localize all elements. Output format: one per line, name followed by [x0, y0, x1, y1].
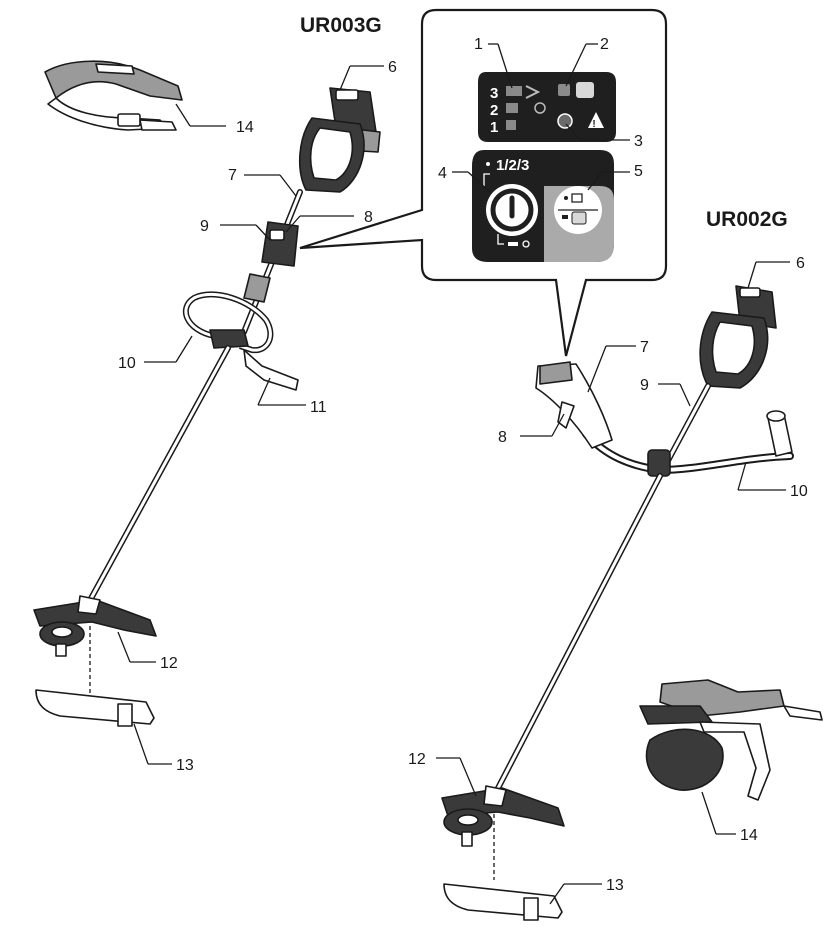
callout-left-14: 14	[236, 119, 254, 136]
warning-mark: !	[592, 119, 595, 130]
callout-left-12: 12	[160, 655, 178, 672]
callout-5: 5	[634, 163, 643, 180]
cutting-head-right	[441, 785, 565, 847]
speed-level-2: 2	[490, 102, 498, 119]
speed-led-3	[506, 86, 522, 96]
callout-right-13: 13	[606, 877, 624, 894]
motor-housing	[298, 117, 365, 193]
guard-extension-right	[443, 883, 563, 921]
loop-handle	[182, 291, 299, 391]
callout-left-7: 7	[228, 167, 237, 184]
callout-right-9: 9	[640, 377, 649, 394]
guard-extension	[35, 689, 155, 727]
callout-left-11: 11	[310, 399, 327, 416]
callout-right-8: 8	[498, 429, 507, 446]
callout-left-6: 6	[388, 59, 397, 76]
speed-level-3: 3	[490, 85, 498, 102]
left-callouts: 6 7 8 9 10 11 12 13 14	[117, 59, 397, 774]
callout-right-7: 7	[640, 339, 649, 356]
callout-right-10: 10	[790, 483, 808, 500]
model-label-ur003g: UR003G	[300, 14, 382, 37]
warning-led	[557, 113, 573, 129]
reverse-icon	[571, 193, 583, 203]
callout-left-10: 10	[118, 355, 136, 372]
speed-led-2	[506, 103, 518, 113]
right-callouts: 6 7 8 9 10 12 13 14	[408, 255, 808, 905]
model-label-ur002g: UR002G	[706, 208, 788, 231]
speed-led-1	[506, 120, 516, 130]
motor-housing-right	[699, 311, 769, 389]
shoulder-strap	[44, 60, 183, 131]
indicator-panel: 3 2 1 !	[478, 72, 616, 142]
cutting-head	[33, 595, 157, 657]
switch-handle	[243, 221, 299, 303]
harness	[639, 679, 823, 801]
grip-handle	[535, 361, 613, 449]
speed-triangle-icon	[525, 85, 541, 99]
callout-left-8: 8	[364, 209, 373, 226]
reverse-led	[558, 84, 570, 96]
callout-right-14: 14	[740, 827, 758, 844]
control-panel-callout: 3 2 1 ! 1/2/3	[299, 8, 668, 357]
reverse-rotation-icon	[576, 82, 594, 98]
bike-handle	[582, 410, 794, 477]
callout-left-13: 13	[176, 757, 194, 774]
callout-3: 3	[634, 133, 643, 150]
mode-text: 1/2/3	[496, 157, 529, 174]
button-panel: 1/2/3	[472, 150, 614, 262]
warning-triangle-icon	[588, 112, 604, 128]
ur002g-tool	[441, 285, 823, 921]
callout-2: 2	[600, 36, 609, 53]
callout-4: 4	[438, 165, 447, 182]
callout-1: 1	[474, 36, 483, 53]
ur003g-tool	[33, 60, 381, 727]
callout-right-6: 6	[796, 255, 805, 272]
callout-right-12: 12	[408, 751, 426, 768]
callout-left-9: 9	[200, 218, 209, 235]
spin-icon	[534, 102, 546, 114]
speed-level-1: 1	[490, 119, 498, 136]
